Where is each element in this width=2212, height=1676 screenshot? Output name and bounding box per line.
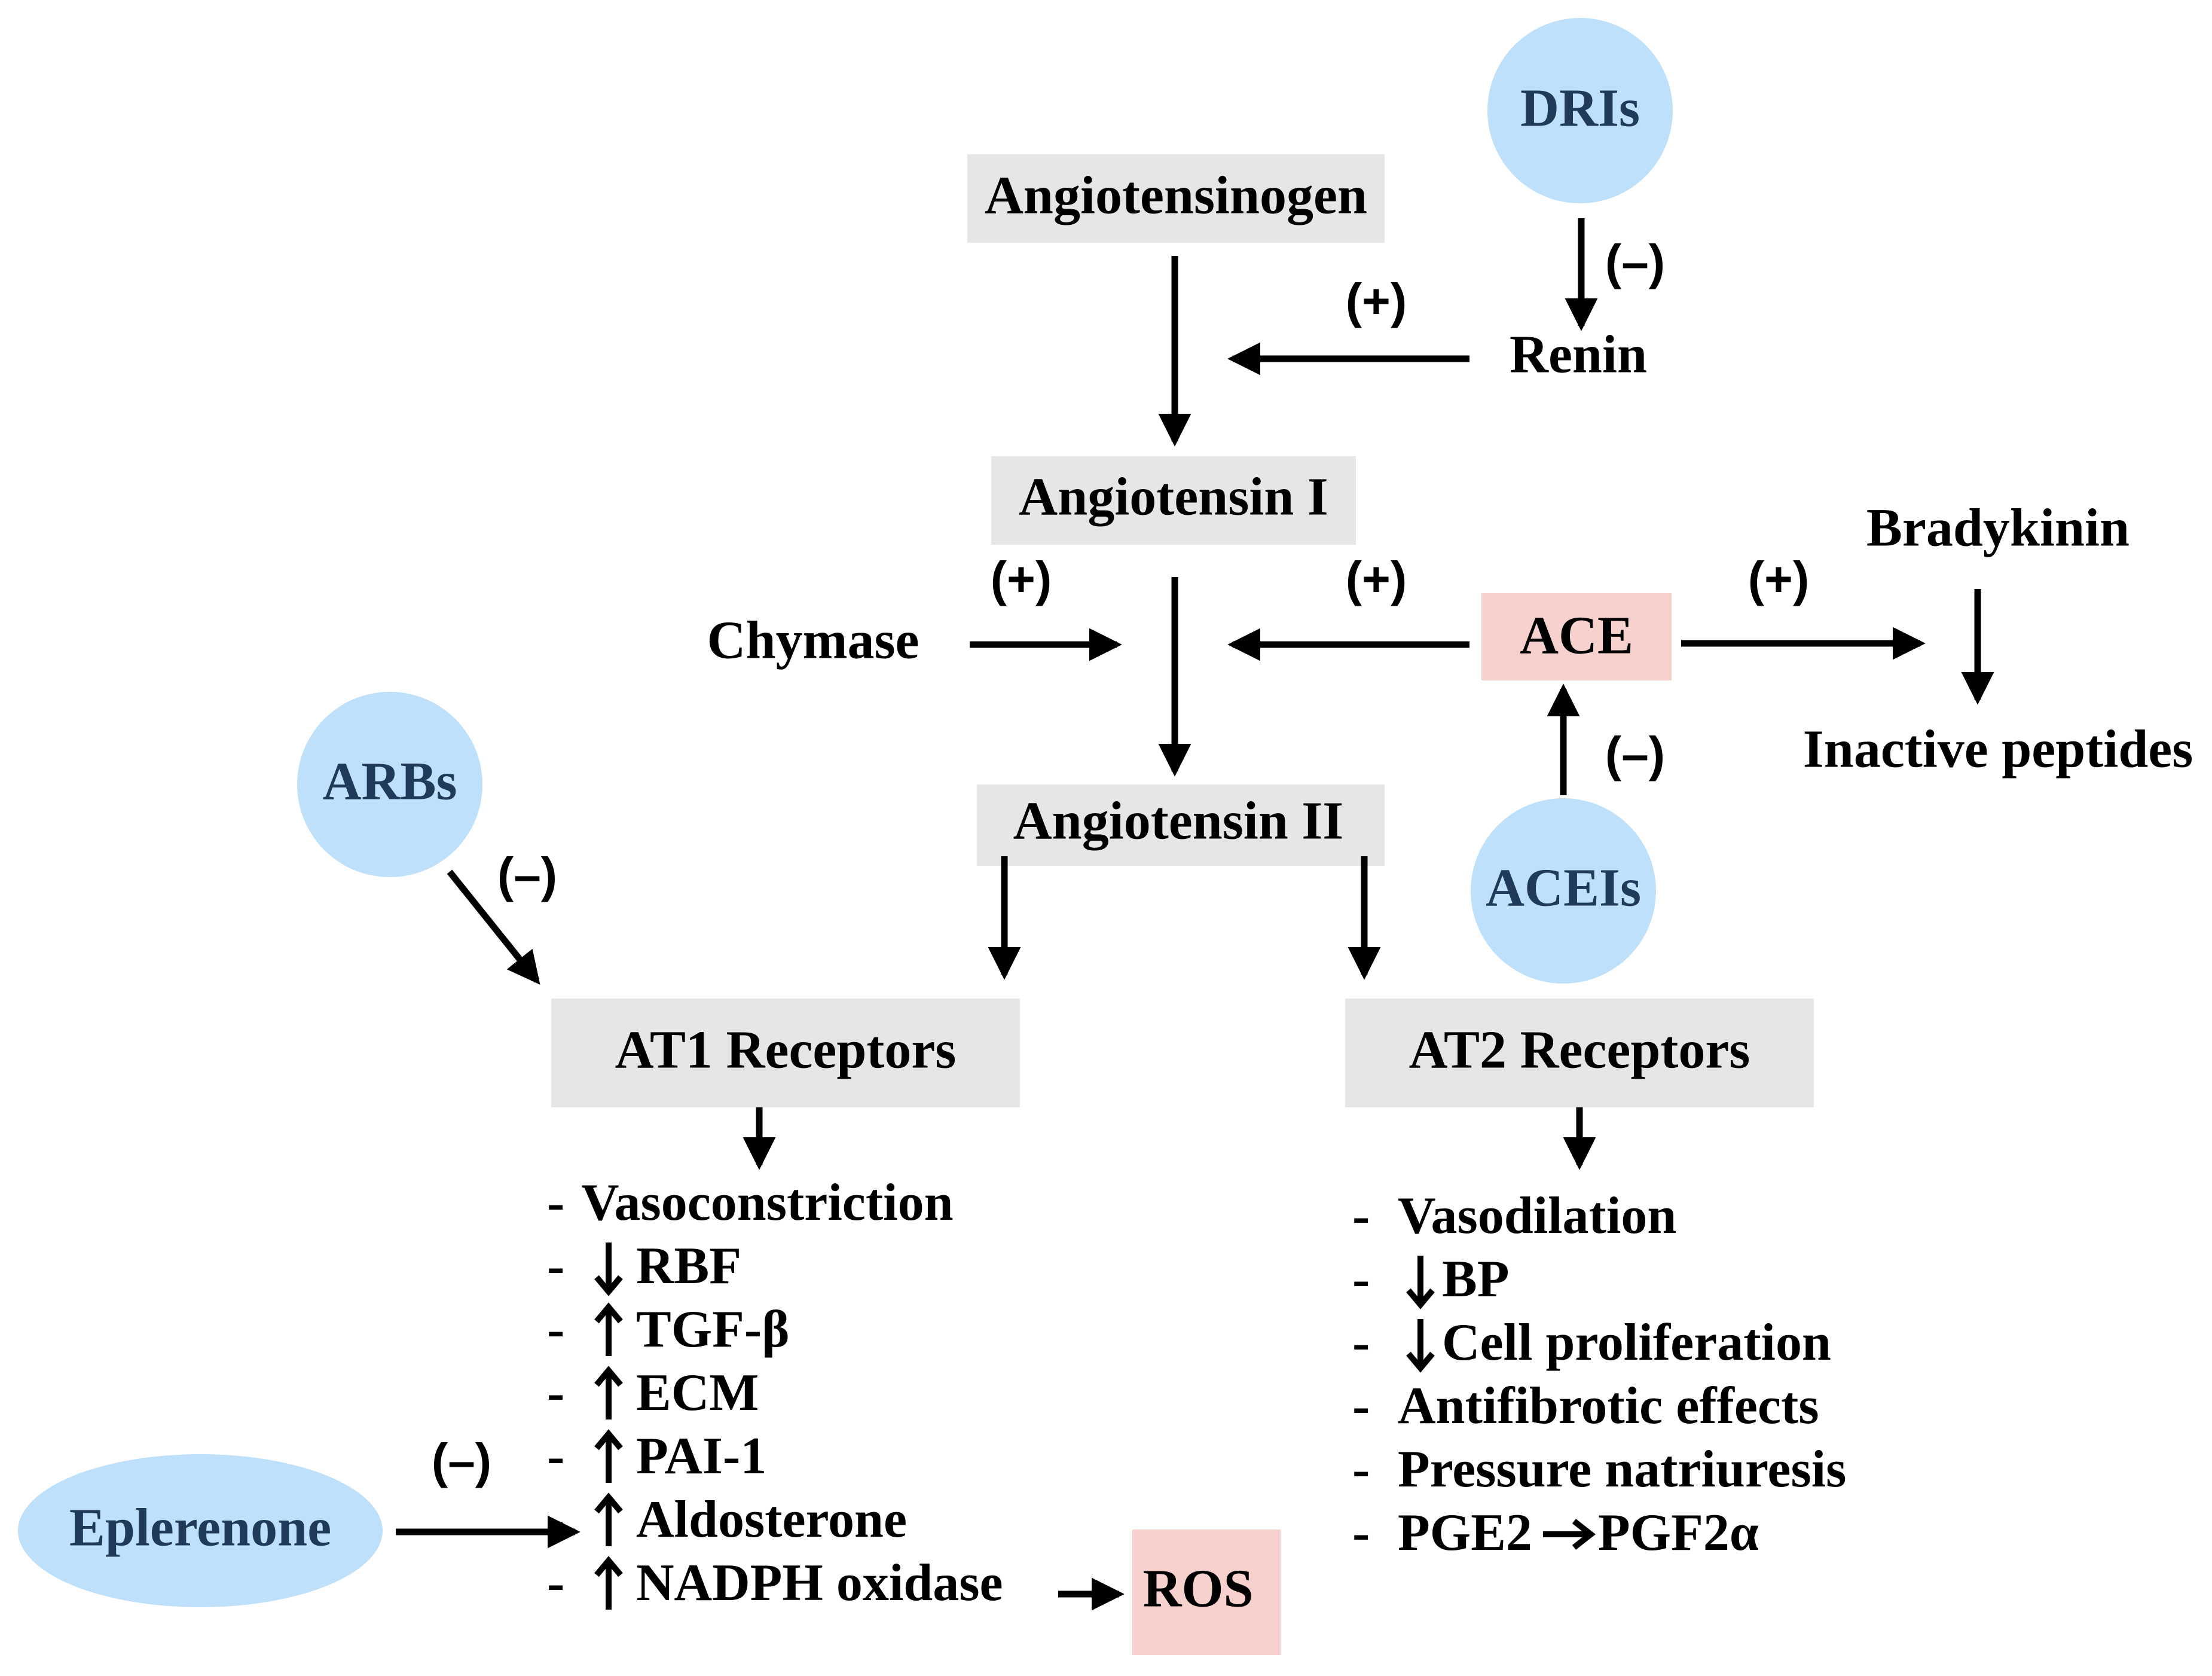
- eplerenone-label: Eplerenone: [69, 1498, 331, 1558]
- at2-effect-text: Pressure natriuresis: [1398, 1440, 1846, 1498]
- up-arrow-icon: [594, 1429, 623, 1483]
- sign-minus-arbs: (–): [497, 848, 557, 903]
- angiotensin-ii-box: [977, 784, 1385, 866]
- at1-effect-dash: -: [547, 1174, 564, 1232]
- angiotensin-i-label: Angiotensin I: [1019, 468, 1328, 527]
- ace-label: ACE: [1520, 606, 1633, 665]
- at1-receptors-box: [551, 999, 1020, 1107]
- sign-plus-chymase: (+): [991, 552, 1052, 607]
- chymase-label: Chymase: [707, 611, 919, 670]
- dris-circle: [1487, 18, 1673, 203]
- at2-effect-text: Antifibrotic effects: [1398, 1377, 1819, 1435]
- ros-label: ROS: [1142, 1559, 1253, 1619]
- ros-box: [1132, 1530, 1281, 1655]
- at1-effect-dash: -: [547, 1554, 564, 1612]
- at2-effects-list: -Vasodilation-BP-Cell proliferation-Anti…: [1352, 1187, 1846, 1562]
- at2-effect-text: Vasodilation: [1398, 1187, 1676, 1245]
- aceis-circle: [1471, 798, 1656, 984]
- at2-effect-dash: -: [1352, 1504, 1370, 1562]
- arrow-arbs-to-at1: [447, 869, 540, 985]
- aceis-label: ACEIs: [1486, 859, 1641, 918]
- at1-effects-list: -Vasoconstriction-RBF-TGF-β-ECM-PAI-1-Al…: [547, 1174, 1003, 1612]
- at1-effect-text: RBF: [636, 1237, 741, 1295]
- sign-minus-dris: (–): [1605, 236, 1665, 290]
- up-arrow-icon: [594, 1302, 623, 1356]
- at1-effect-dash: -: [547, 1364, 564, 1422]
- arbs-label: ARBs: [322, 752, 457, 811]
- at2-effect-dash: -: [1352, 1250, 1370, 1308]
- at2-effect-dash: -: [1352, 1314, 1370, 1372]
- at1-effect-dash: -: [547, 1491, 564, 1549]
- at2-effect-dash: -: [1352, 1440, 1370, 1498]
- sign-plus-ace: (+): [1346, 552, 1407, 607]
- eplerenone-ellipse: [18, 1454, 383, 1607]
- angiotensinogen-label: Angiotensinogen: [985, 166, 1367, 225]
- at1-effect-text: Vasoconstriction: [581, 1174, 954, 1232]
- down-arrow-icon: [1406, 1319, 1435, 1373]
- renin-label: Renin: [1510, 325, 1647, 384]
- ace-box: [1481, 593, 1672, 680]
- sign-minus-aceis: (–): [1605, 728, 1665, 782]
- arbs-circle: [297, 692, 482, 877]
- at1-effect-text: TGF-β: [636, 1300, 790, 1358]
- bradykinin-label: Bradykinin: [1866, 499, 2129, 558]
- inactive-peptides-label: Inactive peptides: [1803, 720, 2193, 779]
- at2-effect-dash: -: [1352, 1187, 1370, 1245]
- at2-receptors-label: AT2 Receptors: [1409, 1021, 1750, 1080]
- at1-effect-text: Aldosterone: [636, 1491, 907, 1549]
- at2-effect-text: BP: [1442, 1250, 1509, 1308]
- up-arrow-icon: [594, 1556, 623, 1610]
- angiotensin-i-box: [991, 456, 1356, 545]
- at1-effect-dash: -: [547, 1237, 564, 1295]
- at2-effect-text: Cell proliferation: [1442, 1314, 1831, 1372]
- angiotensinogen-box: [967, 154, 1385, 243]
- angiotensin-ii-label: Angiotensin II: [1013, 792, 1344, 851]
- sign-plus-bradykinin: (+): [1748, 552, 1810, 607]
- sign-plus-renin: (+): [1346, 274, 1407, 329]
- down-arrow-icon: [1406, 1256, 1435, 1309]
- at1-effect-dash: -: [547, 1300, 564, 1358]
- at1-effect-text: ECM: [636, 1364, 759, 1422]
- at1-effect-text: PAI-1: [636, 1427, 766, 1485]
- at2-effect-dash: -: [1352, 1377, 1370, 1435]
- dris-label: DRIs: [1520, 79, 1640, 138]
- at2-effect-text-2: PGF2α: [1598, 1504, 1759, 1562]
- down-arrow-icon: [594, 1243, 623, 1296]
- at1-effect-text: NADPH oxidase: [636, 1554, 1003, 1612]
- at1-receptors-label: AT1 Receptors: [615, 1021, 957, 1080]
- at2-effect-text: PGE2: [1398, 1504, 1532, 1562]
- at1-effect-dash: -: [547, 1427, 564, 1485]
- sign-minus-eplerenone: (–): [432, 1434, 491, 1489]
- up-arrow-icon: [594, 1492, 623, 1546]
- up-arrow-icon: [594, 1366, 623, 1419]
- at2-receptors-box: [1345, 999, 1814, 1107]
- right-arrow-icon: [1542, 1519, 1596, 1550]
